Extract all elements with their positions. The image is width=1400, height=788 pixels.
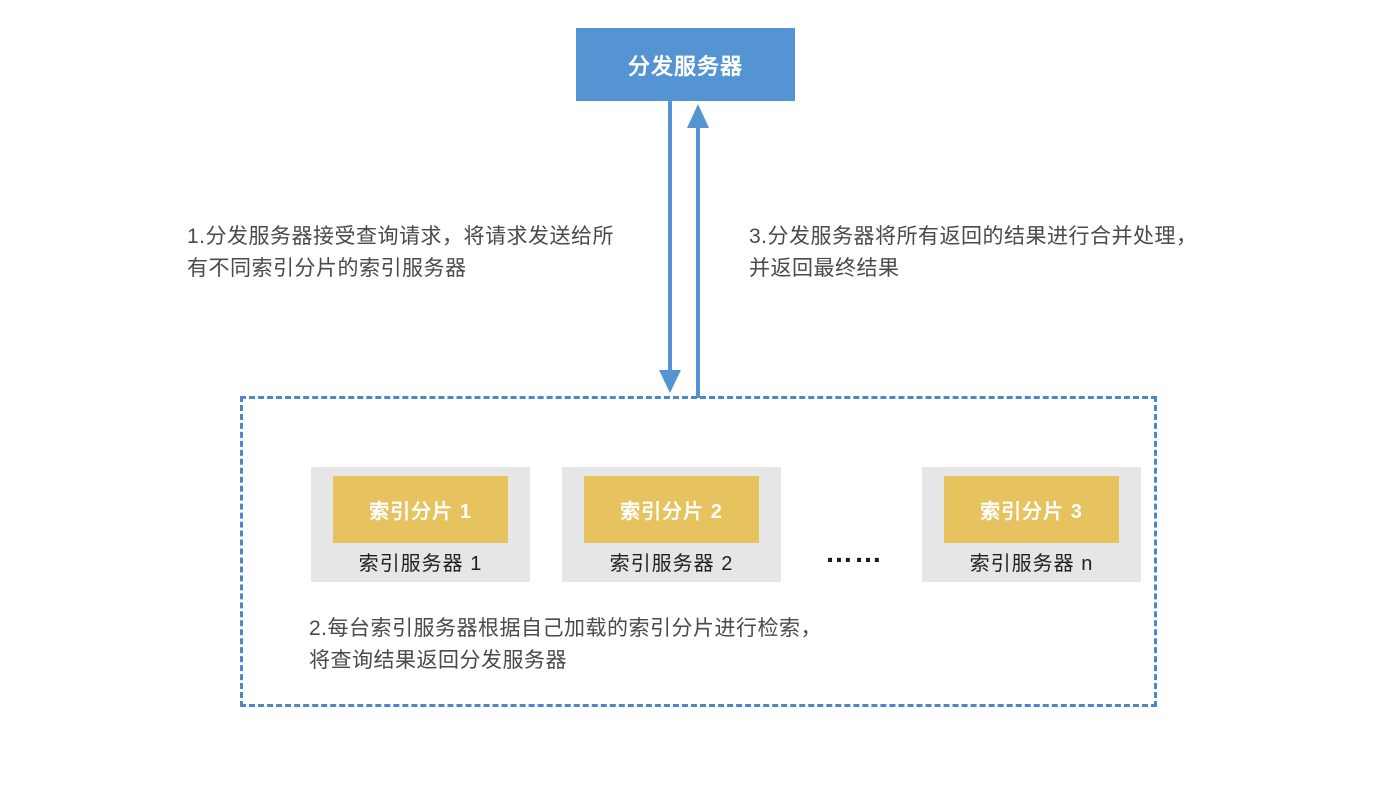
index-server-1: 索引分片 1 索引服务器 1	[311, 467, 530, 582]
index-shard-1: 索引分片 1	[333, 476, 508, 543]
dispatcher-label: 分发服务器	[627, 53, 743, 79]
request-arrow-down-icon	[659, 100, 681, 393]
response-arrow-up-icon	[687, 104, 709, 398]
index-server-2: 索引分片 2 索引服务器 2	[562, 467, 781, 582]
index-shard-2: 索引分片 2	[584, 476, 759, 543]
index-server-2-label: 索引服务器 2	[609, 553, 734, 575]
dispatcher-cluster-arrows	[659, 100, 709, 398]
annotation-step3: 3.分发服务器将所有返回的结果进行合并处理， 并返回最终结果	[749, 225, 1198, 280]
index-server-1-label: 索引服务器 1	[358, 553, 483, 575]
index-server-n-label: 索引服务器 n	[969, 553, 1094, 575]
more-servers-ellipsis: ……	[825, 537, 883, 568]
index-shard-3: 索引分片 3	[944, 476, 1119, 543]
index-server-n: 索引分片 3 索引服务器 n	[922, 467, 1141, 582]
annotation-step2: 2.每台索引服务器根据自己加载的索引分片进行检索， 将查询结果返回分发服务器	[309, 617, 823, 672]
index-server-cluster: 索引分片 1 索引服务器 1 索引分片 2 索引服务器 2 …… 索引分片 3 …	[240, 396, 1157, 707]
dispatcher-box: 分发服务器	[576, 28, 795, 101]
annotation-step1: 1.分发服务器接受查询请求，将请求发送给所 有不同索引分片的索引服务器	[187, 225, 615, 280]
